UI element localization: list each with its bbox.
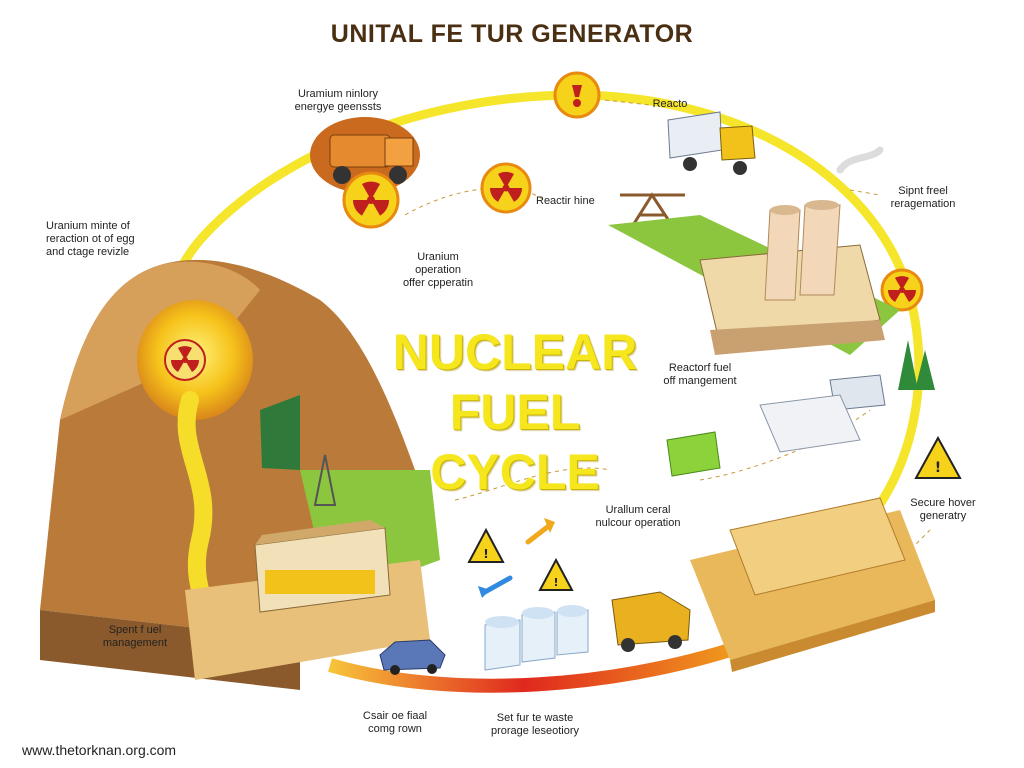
storage-facility-icon	[667, 375, 885, 476]
radiation-icon	[482, 164, 530, 212]
storage-tank-icon	[485, 605, 588, 670]
label-uralium-ceral: Urallum ceral nulcour operation	[578, 504, 698, 530]
radiation-icon	[165, 340, 205, 380]
svg-text:!: !	[483, 547, 488, 561]
hazard-warning-icon: !	[916, 438, 960, 478]
hazard-warning-icon: !	[540, 560, 572, 590]
mining-truck-icon	[612, 592, 690, 652]
radiation-icon	[344, 173, 398, 227]
label-uranium-history: Uramium ninlory energye geenssts	[278, 88, 398, 114]
center-title-line2: FUEL	[380, 382, 650, 442]
svg-text:!: !	[935, 460, 941, 476]
svg-text:!: !	[553, 576, 558, 589]
hazard-warning-icon: !	[469, 530, 503, 562]
footer-url: www.thetorknan.org.com	[22, 742, 176, 758]
label-csair-final: Csair oe fiaal comg rown	[345, 710, 445, 736]
center-title-line1: NUCLEAR	[380, 322, 650, 382]
label-uranium-operation: Uranium operation offer cpperatin	[378, 251, 498, 290]
radiation-icon	[882, 270, 922, 310]
waste-repository-icon	[690, 498, 935, 672]
label-reactir-hine: Reactir hine	[536, 195, 626, 208]
label-waste-storage: Set fur te waste prorage leseotiory	[470, 712, 600, 738]
page-title: UNITAL FE TUR GENERATOR	[0, 20, 1024, 49]
label-reacto: Reacto	[640, 98, 700, 111]
label-spent-fuel-mgmt: Spent f uel management	[90, 624, 180, 650]
label-uranium-mine: Uranium minte of reraction ot of egg and…	[46, 220, 176, 259]
center-title-line3: CYCLE	[380, 442, 650, 502]
radiation-icon	[555, 73, 599, 117]
nuclear-plant-icon	[608, 150, 900, 355]
label-secure-power: Secure hover generatry	[888, 497, 998, 523]
label-spent-fuel-reg: Sipnt freel reragemation	[868, 185, 978, 211]
label-reactor-fuel-mgmt: Reactorf fuel off mangement	[645, 362, 755, 388]
